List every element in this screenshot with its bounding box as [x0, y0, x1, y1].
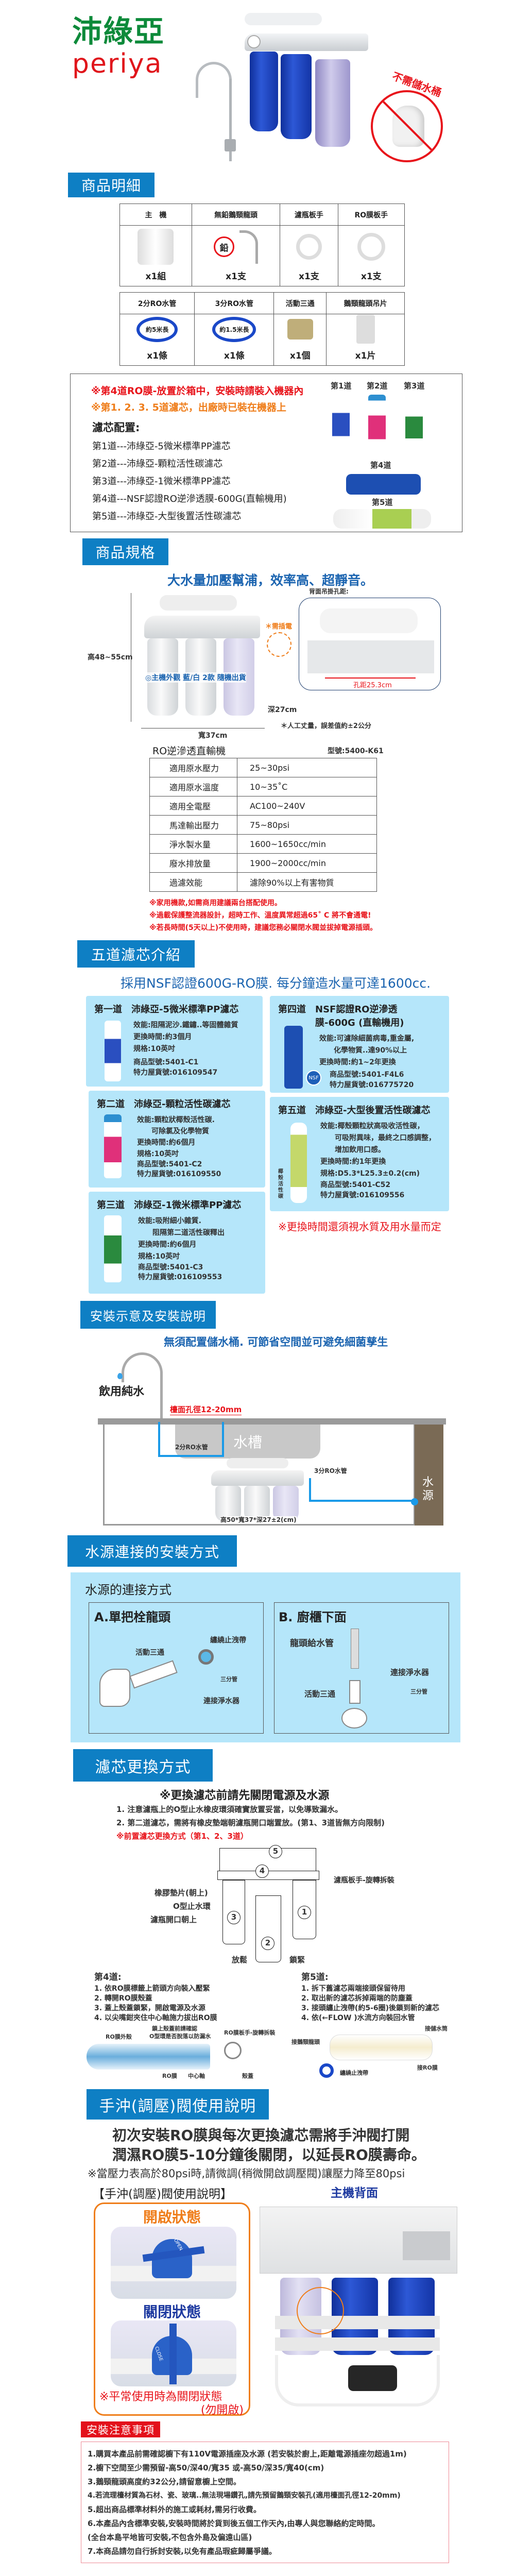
section-header-notice: 安裝注意事項	[81, 2421, 160, 2437]
valve-state-panel: 開啟狀態 OPEN 關閉狀態 CLOSE ※平常使用時為關閉狀態 (勿開啟)	[94, 2202, 250, 2417]
nsf-badge: NSF	[306, 1070, 321, 1086]
countertop	[98, 1418, 446, 1425]
filters-section: 五道濾芯介紹 採用NSF認證600G-RO膜. 每分鐘造水量可達1600cc. …	[0, 940, 515, 1296]
water-connection-panel: 水源的連接方式 A.單把栓龍頭 纏繞止洩帶 活動三通 三分管 連接淨水器 B. …	[71, 1572, 460, 1742]
faucet-image	[122, 1352, 163, 1419]
install-section: 安裝示意及安裝說明 無須配置儲水桶. 可節省空間並可避免細菌孳生 飲用純水 檯面…	[0, 1301, 515, 1530]
item-bottle-wrench: x1支	[280, 225, 338, 286]
faucet-image	[196, 62, 236, 165]
no-tank-badge	[371, 90, 443, 162]
front-filter-diagram: 5 4 3 2 1 橡膠墊片(朝上) O型止水環 濾瓶開口朝上 濾瓶板手-旋轉拆…	[0, 1844, 515, 1968]
hero-section: 沛綠亞 periya 不需儲水桶	[0, 0, 515, 170]
filter-config-box: ※第4道RO膜-放置於箱中，安裝時請裝入機器內 ※第1. 2. 3. 5道濾芯，…	[70, 374, 462, 532]
product-hero-image	[196, 10, 371, 165]
section-header-filters: 五道濾芯介紹	[77, 940, 195, 968]
sealing-tape-icon	[319, 2063, 334, 2078]
flush-section: 手沖(調壓)閥使用說明 初次安裝RO膜與每次更換濾芯需將手沖閥打開 潤濕RO膜5…	[0, 2089, 515, 2417]
filter-5-image	[333, 509, 431, 529]
valve-highlight-circle	[297, 2287, 344, 2334]
brand-logo: 沛綠亞 periya	[72, 15, 165, 79]
item-ro-wrench: x1支	[337, 225, 405, 286]
water-source-section: 水源連接的安裝方式 水源的連接方式 A.單把栓龍頭 纏繞止洩帶 活動三通 三分管…	[0, 1535, 515, 1744]
filter-3-image	[405, 396, 423, 455]
filter-card-5: 第五道 沛綠亞-大型後置活性碳濾芯 椰殼活性碳 效能:椰殼顆粒狀高吸收活性碳， …	[270, 1097, 449, 1211]
water-drop-icon	[117, 1373, 123, 1379]
ro-pipe-2	[158, 1422, 224, 1457]
section-header-flush: 手沖(調壓)閥使用說明	[87, 2089, 269, 2120]
filter-card-1: 第一道 沛綠亞-5微米標準PP濾芯 效能:阻隔泥沙.鐵鏽..等固體雜質更換時間:…	[86, 996, 263, 1087]
section-header-details: 商品明細	[68, 173, 154, 197]
machine-back-photo	[260, 2202, 457, 2409]
filter-card-4: 第四道 NSF認證RO逆滲透膜-600G (直輸機用) 效能:可濾除細菌病毒,重…	[270, 996, 449, 1093]
section-header-replace: 濾芯更換方式	[73, 1749, 213, 1782]
specs-slogan: 大水量加壓幫浦，效率高、超靜音。	[167, 573, 373, 588]
ro-pipe-3	[309, 1478, 415, 1502]
notice-section: 安裝注意事項 1.購買本產品前需確認櫥下有110V電源插座及水源 (若安裝於廚上…	[0, 2421, 515, 2566]
ro-parts-image: RO膜外殼 鎖上殼蓋前請確認 O型環是否脫落以防漏水 RO膜板手-旋轉拆裝 RO…	[77, 2025, 283, 2082]
filter-card-2: 第二道 沛綠亞-顆粒活性碳濾芯 效能:顆粒狀椰殼活性碳. 可除氯及化學物質更換時…	[89, 1091, 265, 1188]
item-main-unit: x1組	[119, 225, 192, 286]
install-diagram: 飲用純水 檯面孔徑12-20mm 水槽 水源 2分RO水管 3分RO水管 高50…	[0, 1352, 515, 1528]
option-b-box: B. 廚櫃下面 龍頭給水管 活動三通 連接淨水器 三分管	[274, 1602, 449, 1734]
machine-panel	[245, 33, 368, 51]
item-bracket: x1片	[326, 314, 405, 366]
back-hole-callout: 孔距25.3cm	[299, 598, 441, 690]
stage4-instructions: 第4道: 1. 依RO膜標籤上箭頭方向裝入壓緊 2. 轉開RO膜殼蓋 3. 蓋上…	[94, 1972, 217, 2022]
filter-2-image	[368, 395, 386, 454]
filter-1-image	[332, 396, 350, 453]
replace-time-note: ※更換時間還須視水質及用水量而定	[278, 1221, 441, 1233]
section-header-water-source: 水源連接的安裝方式	[67, 1535, 237, 1567]
item-tee: x1個	[273, 314, 327, 366]
stage5-instructions: 第5道: 1. 拆下舊濾芯兩端接頭保留待用 2. 取出新的濾芯拆掉兩端的防塵蓋 …	[301, 1972, 440, 2022]
lead-free-badge: 鉛	[214, 236, 235, 257]
section-header-install: 安裝示意及安裝說明	[80, 1301, 216, 1329]
option-a-box: A.單把栓龍頭 纏繞止洩帶 活動三通 三分管 連接淨水器	[89, 1602, 264, 1734]
specs-section: 商品規格 大水量加壓幫浦，效率高、超靜音。 高48~55cm ◎主機外觀 藍/白…	[0, 538, 515, 935]
filters-headline: 採用NSF認證600G-RO膜. 每分鐘造水量可達1600cc.	[121, 976, 431, 991]
dimension-diagram: 高48~55cm ◎主機外觀 藍/白 2款 隨機出貨 ＊需插電 寬37cm 深2…	[0, 588, 515, 742]
replace-section: 濾芯更換方式 ※更換濾芯前請先關閉電源及水源 1. 注意濾瓶上的O型止水橡皮環須…	[0, 1749, 515, 2084]
valve-closed-photo: CLOSE	[111, 2320, 236, 2386]
section-header-specs: 商品規格	[82, 538, 168, 565]
filter-card-3: 第三道 沛綠亞-1微米標準PP濾芯 效能:吸附細小雜質. 阻隔第二道活性碳釋出更…	[89, 1192, 265, 1294]
sink: 水槽	[175, 1425, 320, 1459]
valve-open-photo: OPEN	[111, 2227, 236, 2299]
post-carbon-parts-image: 接儲水筒 接鵝頸龍頭 接RO膜 纏繞止洩帶	[288, 2025, 453, 2082]
notice-box: 1.購買本產品前需確認櫥下有110V電源插座及水源 (若安裝於廚上,距離電源插座…	[81, 2442, 449, 2563]
wall	[415, 1425, 443, 1526]
filter-4-image	[346, 474, 421, 495]
